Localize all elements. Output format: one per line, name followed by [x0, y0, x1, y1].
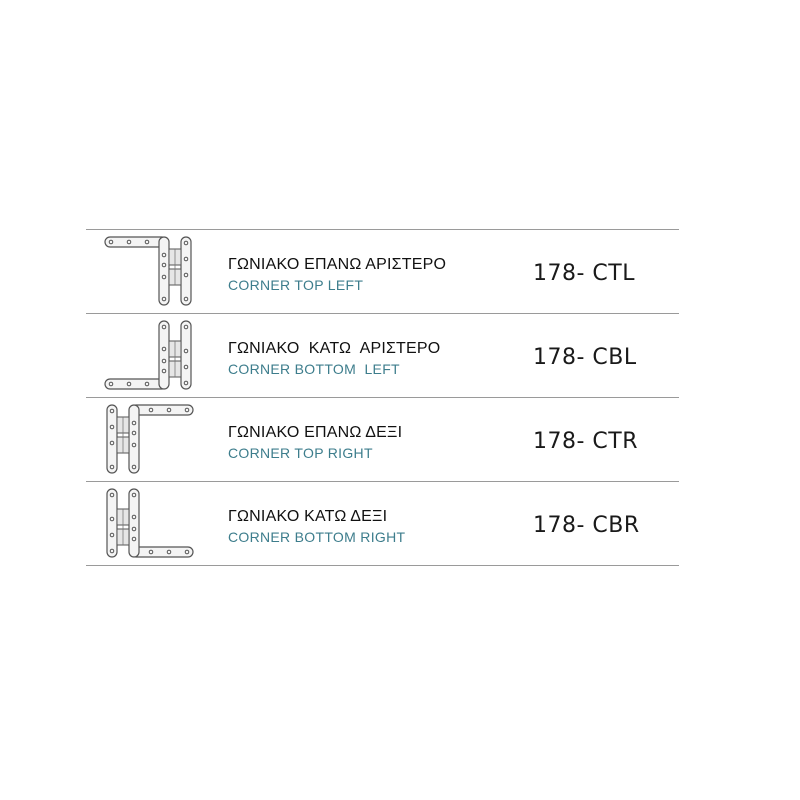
product-code: 178- CBR: [533, 513, 640, 538]
product-code: 178- CTL: [533, 261, 635, 286]
product-name-greek: ΓΩΝΙΑΚΟ ΕΠΑΝΩ ΑΡΙΣΤΕΡΟ: [228, 256, 447, 273]
product-name-greek: ΓΩΝΙΑΚΟ ΚΑΤΩ ΑΡΙΣΤΕΡΟ: [228, 340, 441, 357]
product-row: ΓΩΝΙΑΚΟ ΚΑΤΩ ΑΡΙΣΤΕΡΟ CORNER BOTTOM LEFT…: [86, 314, 679, 398]
product-name-english: CORNER BOTTOM LEFT: [228, 361, 400, 377]
corner-bottom-right-hinge-icon: [103, 487, 198, 559]
hinge-catalog: ΓΩΝΙΑΚΟ ΕΠΑΝΩ ΑΡΙΣΤΕΡΟ CORNER TOP LEFT 1…: [86, 229, 679, 566]
corner-top-right-hinge-icon: [103, 403, 198, 475]
product-row: ΓΩΝΙΑΚΟ ΕΠΑΝΩ ΔΕΞΙ CORNER TOP RIGHT 178-…: [86, 398, 679, 482]
product-row: ΓΩΝΙΑΚΟ ΕΠΑΝΩ ΑΡΙΣΤΕΡΟ CORNER TOP LEFT 1…: [86, 230, 679, 314]
product-name-greek: ΓΩΝΙΑΚΟ ΕΠΑΝΩ ΔΕΞΙ: [228, 424, 403, 441]
product-name-english: CORNER TOP RIGHT: [228, 445, 373, 461]
corner-top-left-hinge-icon: [103, 235, 198, 307]
corner-bottom-left-hinge-icon: [103, 319, 198, 391]
product-code: 178- CTR: [533, 429, 639, 454]
product-code: 178- CBL: [533, 345, 637, 370]
product-name-greek: ΓΩΝΙΑΚΟ ΚΑΤΩ ΔΕΞΙ: [228, 508, 388, 525]
product-name-english: CORNER TOP LEFT: [228, 277, 364, 293]
top-divider: [86, 229, 679, 230]
product-row: ΓΩΝΙΑΚΟ ΚΑΤΩ ΔΕΞΙ CORNER BOTTOM RIGHT 17…: [86, 482, 679, 566]
product-name-english: CORNER BOTTOM RIGHT: [228, 529, 406, 545]
